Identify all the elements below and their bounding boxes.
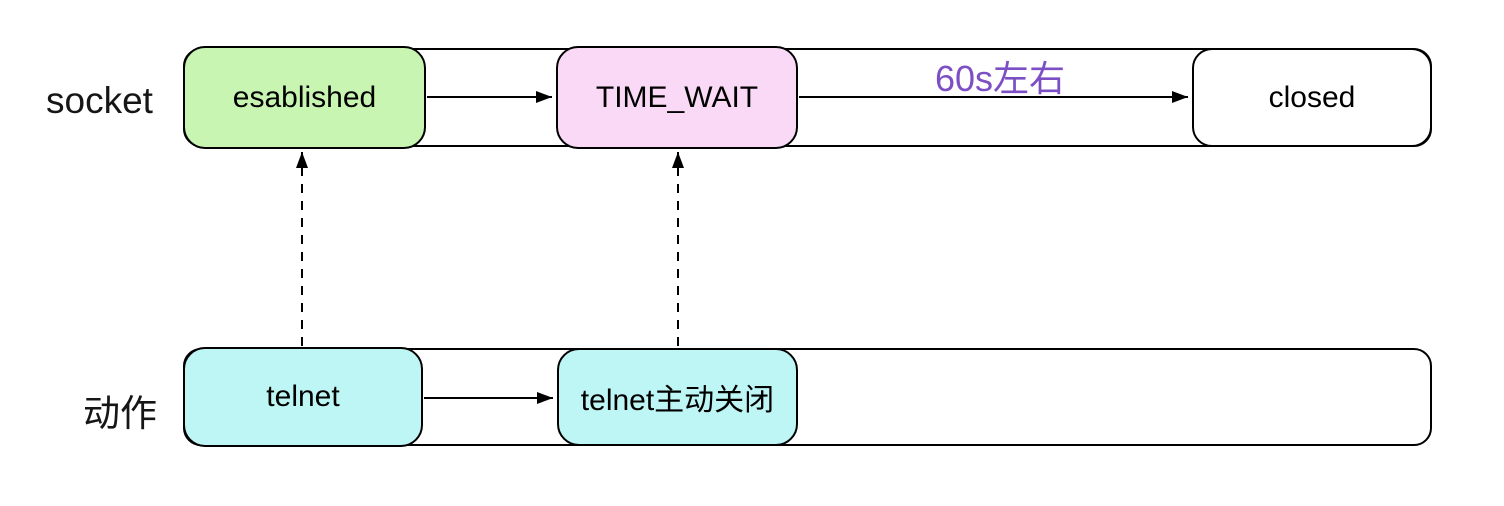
lane-label-action: 动作 bbox=[83, 393, 157, 434]
node-telnet: telnet bbox=[183, 347, 423, 447]
node-closed: closed bbox=[1192, 48, 1432, 147]
lane-label-socket: socket bbox=[46, 80, 153, 121]
node-established: esablished bbox=[183, 46, 426, 149]
duration-annotation: 60s左右 bbox=[934, 58, 1066, 99]
node-time-wait: TIME_WAIT bbox=[556, 46, 798, 149]
node-telnet-active-close: telnet主动关闭 bbox=[557, 348, 798, 446]
